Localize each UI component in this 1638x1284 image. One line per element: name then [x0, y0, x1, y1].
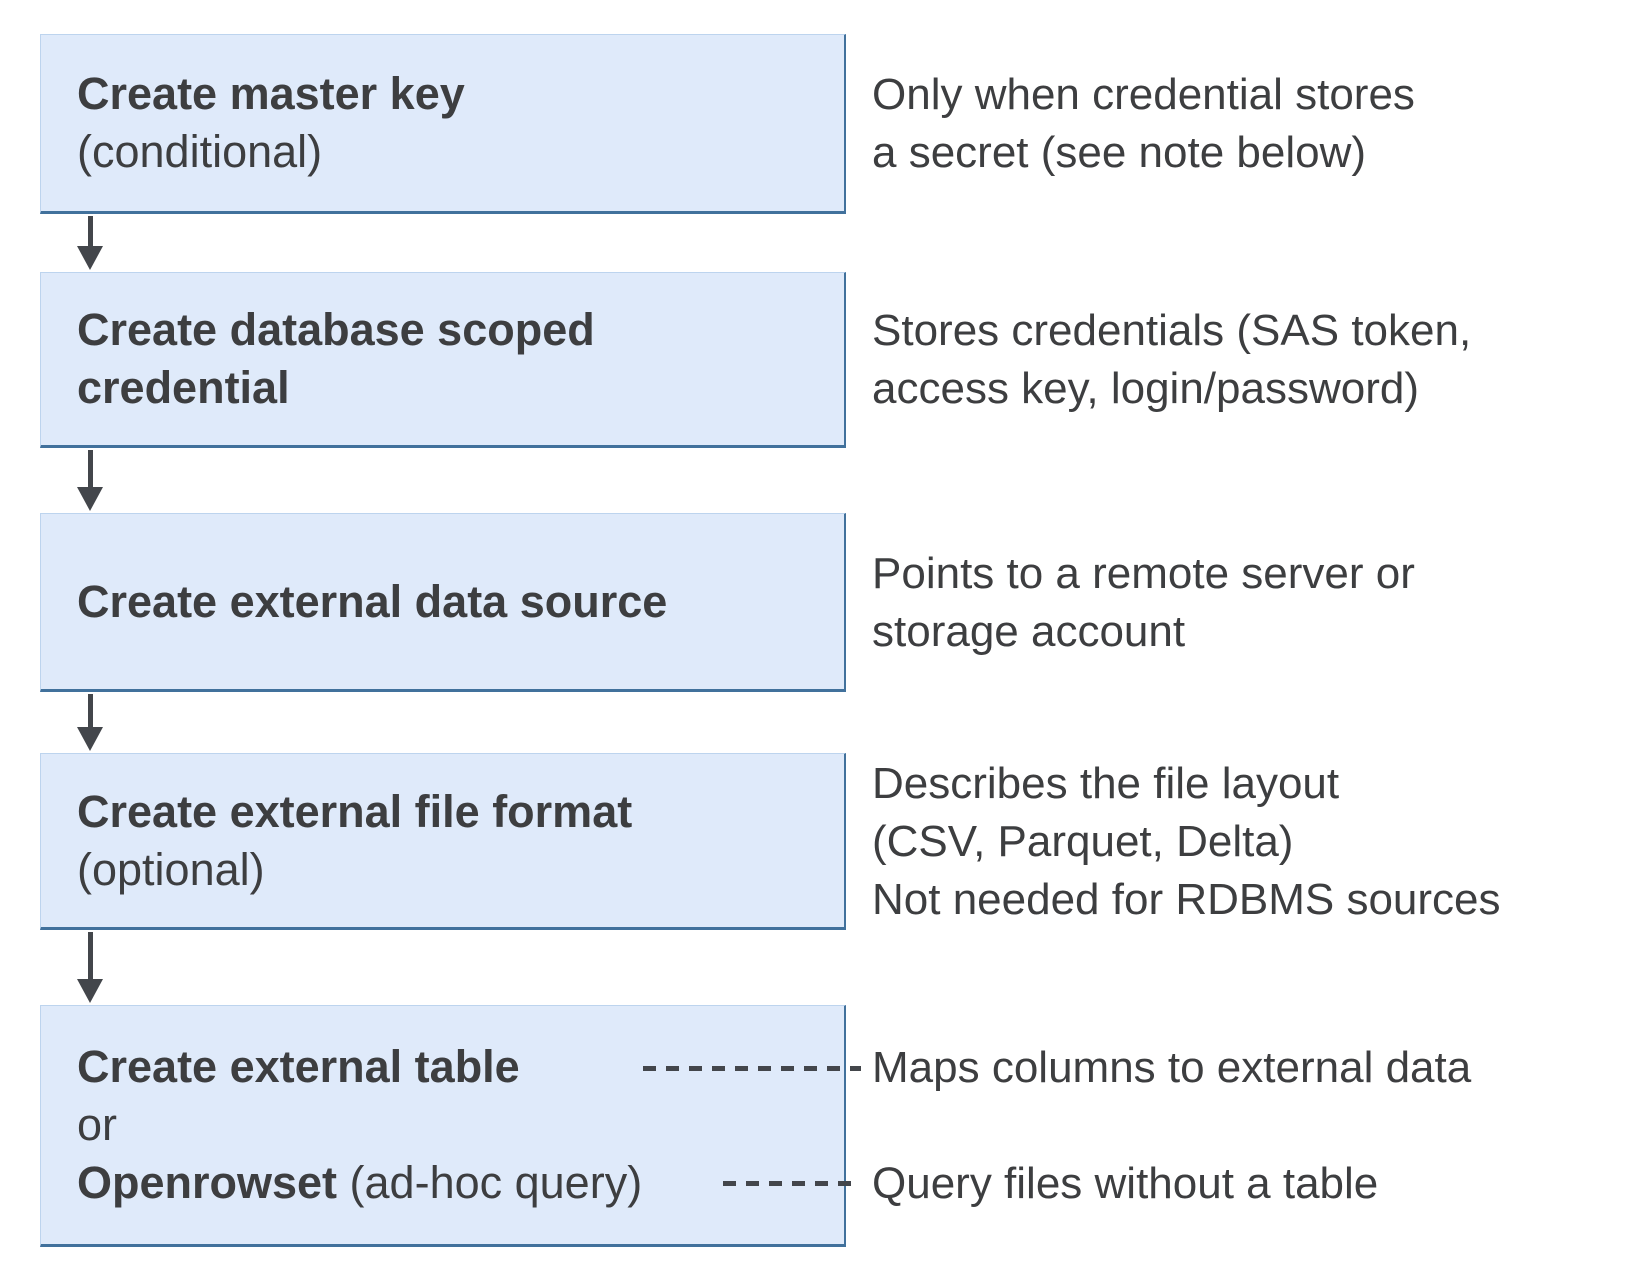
description-line: Not needed for RDBMS sources	[872, 874, 1501, 924]
arrow-stem	[87, 450, 93, 487]
box-title: Create external data source	[77, 575, 668, 627]
description-line: Stores credentials (SAS token,	[872, 306, 1472, 355]
arrow-stem	[87, 694, 93, 727]
down-arrow-icon	[77, 216, 103, 270]
description-external-table: Maps columns to external data Query file…	[872, 1005, 1612, 1247]
box-title: Openrowset	[77, 1157, 338, 1208]
description-line: a secret (see note below)	[872, 128, 1367, 177]
arrow-stem	[87, 216, 93, 246]
step-row-external-table-openrowset: Create external table or Openrowset (ad-…	[0, 1005, 1638, 1247]
box-title-line: or	[77, 1099, 118, 1150]
down-arrow-icon	[77, 932, 103, 1003]
description-external-file-format: Describes the file layout (CSV, Parquet,…	[872, 753, 1612, 930]
description-line: (CSV, Parquet, Delta)	[872, 816, 1294, 866]
description-line: Maps columns to external data	[872, 1043, 1472, 1092]
down-arrow-icon	[77, 450, 103, 511]
description-master-key: Only when credential stores a secret (se…	[872, 34, 1612, 214]
dashed-connector-openrowset	[723, 1181, 853, 1186]
arrow-head	[77, 246, 103, 270]
box-subtitle: (optional)	[77, 843, 265, 895]
box-title: Create master key	[77, 68, 465, 119]
description-external-data-source: Points to a remote server or storage acc…	[872, 513, 1612, 692]
box-create-external-data-source: Create external data source	[40, 513, 846, 692]
description-line: Describes the file layout	[872, 758, 1340, 808]
dashed-connector-external-table	[643, 1066, 861, 1071]
description-line: storage account	[872, 606, 1186, 656]
description-line: Points to a remote server or	[872, 548, 1415, 598]
box-subtitle: (conditional)	[77, 126, 323, 177]
box-create-external-table-or-openrowset: Create external table or Openrowset (ad-…	[40, 1005, 846, 1247]
box-title-line: Create external table	[77, 1038, 844, 1096]
box-create-database-scoped-credential: Create database scoped credential	[40, 272, 846, 448]
box-create-external-file-format: Create external file format (optional)	[40, 753, 846, 930]
box-title: Create external table	[77, 1041, 520, 1092]
step-row-master-key: Create master key (conditional) Only whe…	[0, 34, 1638, 214]
description-scoped-credential: Stores credentials (SAS token, access ke…	[872, 272, 1612, 448]
down-arrow-icon	[77, 694, 103, 751]
box-title-suffix: (ad-hoc query)	[337, 1157, 643, 1208]
description-line: Query files without a table	[872, 1159, 1379, 1208]
box-create-master-key: Create master key (conditional)	[40, 34, 846, 214]
arrow-head	[77, 487, 103, 511]
arrow-stem	[87, 932, 93, 979]
description-line: Only when credential stores	[872, 70, 1415, 119]
box-title: Create database scoped credential	[77, 304, 608, 413]
box-title-line: Openrowset (ad-hoc query)	[77, 1154, 844, 1212]
box-title: Create external file format	[77, 785, 633, 837]
step-row-external-data-source: Create external data source Points to a …	[0, 513, 1638, 692]
description-spacer	[872, 1097, 1612, 1155]
arrow-head	[77, 979, 103, 1003]
arrow-head	[77, 727, 103, 751]
step-row-scoped-credential: Create database scoped credential Stores…	[0, 272, 1638, 448]
step-row-external-file-format: Create external file format (optional) D…	[0, 753, 1638, 930]
description-line: access key, login/password)	[872, 364, 1419, 413]
